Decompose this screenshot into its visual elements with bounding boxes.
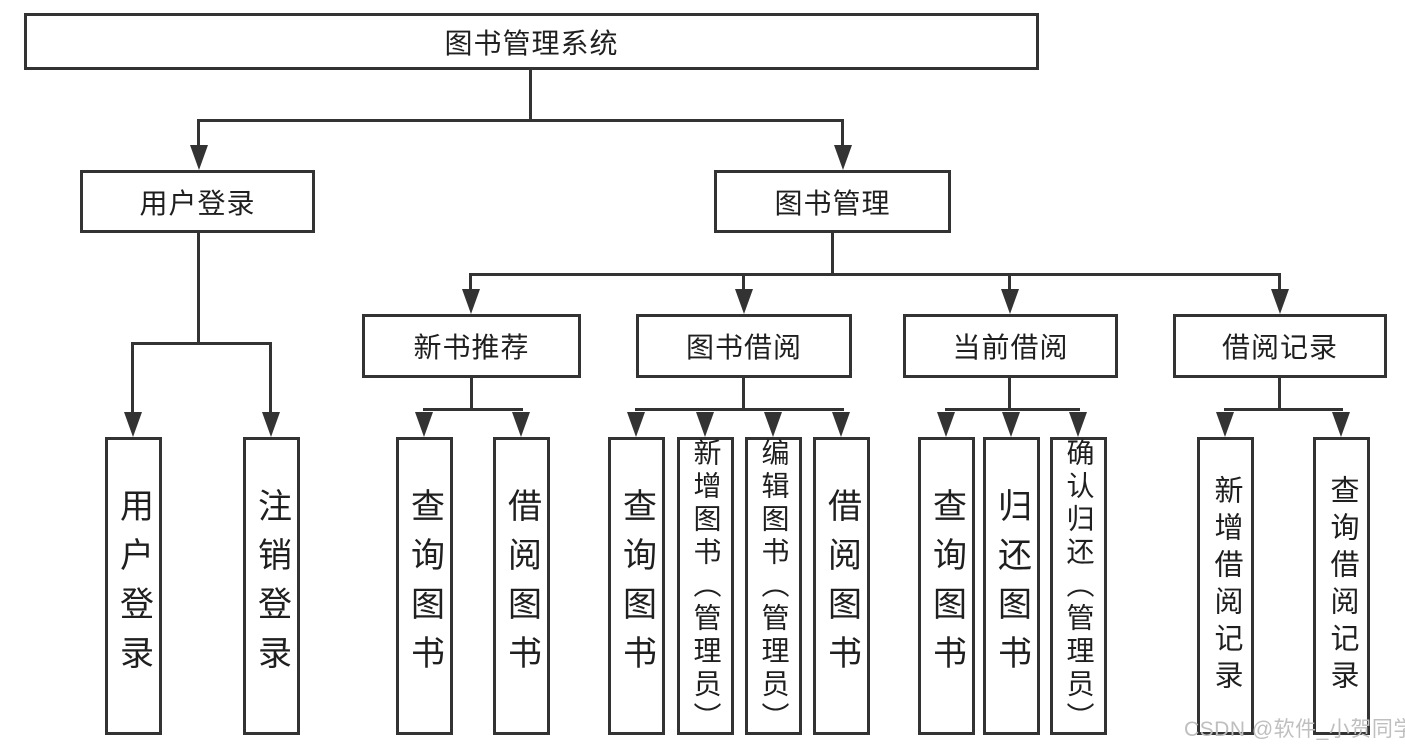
arrow-down-icon — [1002, 412, 1020, 437]
leaf-edit-book-admin-label: 编辑图书（管理员） — [758, 437, 790, 735]
arrow-down-icon — [1069, 412, 1087, 437]
node-book-borrow: 图书借阅 — [636, 314, 852, 378]
connector-line — [945, 408, 1080, 411]
leaf-query-book-borrow: 查询图书 — [608, 437, 665, 735]
node-borrow-record-label: 借阅记录 — [1221, 332, 1338, 363]
leaf-query-book-recommend-label: 查询图书 — [405, 488, 444, 684]
leaf-edit-book-admin: 编辑图书（管理员） — [745, 437, 802, 735]
node-book-management-label: 图书管理 — [774, 187, 891, 219]
arrow-down-icon — [415, 412, 433, 437]
leaf-add-borrow-record: 新增借阅记录 — [1197, 437, 1254, 735]
leaf-query-book-recommend: 查询图书 — [396, 437, 453, 735]
arrow-down-icon — [1216, 412, 1234, 437]
arrow-down-icon — [627, 412, 645, 437]
connector-line — [197, 233, 200, 345]
arrow-down-icon — [735, 289, 753, 314]
leaf-query-book-current: 查询图书 — [918, 437, 975, 735]
connector-line — [131, 342, 134, 414]
connector-line — [1278, 273, 1281, 291]
connector-line — [1278, 378, 1281, 411]
arrow-down-icon — [1332, 412, 1350, 437]
leaf-borrow-book: 借阅图书 — [813, 437, 870, 735]
node-new-book-recommend-label: 新书推荐 — [413, 332, 530, 363]
node-user-login: 用户登录 — [80, 170, 315, 233]
arrow-down-icon — [764, 412, 782, 437]
leaf-return-book: 归还图书 — [983, 437, 1040, 735]
leaf-logout-label: 注销登录 — [252, 488, 291, 684]
connector-line — [269, 342, 272, 414]
node-root-label: 图书管理系统 — [444, 27, 619, 59]
arrow-down-icon — [937, 412, 955, 437]
connector-line — [1008, 273, 1011, 291]
connector-line — [469, 273, 1281, 276]
connector-line — [529, 70, 532, 119]
leaf-query-borrow-record-label: 查询借阅记录 — [1326, 475, 1358, 697]
node-root: 图书管理系统 — [24, 13, 1039, 70]
leaf-user-login: 用户登录 — [105, 437, 162, 735]
node-new-book-recommend: 新书推荐 — [362, 314, 581, 378]
leaf-return-book-label: 归还图书 — [992, 488, 1031, 684]
node-current-borrow-label: 当前借阅 — [952, 332, 1069, 363]
connector-line — [197, 119, 200, 148]
connector-line — [1224, 408, 1343, 411]
leaf-query-book-current-label: 查询图书 — [927, 488, 966, 684]
arrow-down-icon — [1271, 289, 1289, 314]
leaf-confirm-return-admin: 确认归还（管理员） — [1050, 437, 1107, 735]
leaf-confirm-return-admin-label: 确认归还（管理员） — [1063, 437, 1095, 735]
connector-line — [423, 408, 523, 411]
arrow-down-icon — [834, 145, 852, 170]
connector-line — [1008, 378, 1011, 411]
leaf-user-login-label: 用户登录 — [114, 488, 153, 684]
arrow-down-icon — [262, 412, 280, 437]
node-book-borrow-label: 图书借阅 — [685, 332, 802, 363]
leaf-add-borrow-record-label: 新增借阅记录 — [1210, 475, 1242, 697]
csdn-watermark: CSDN @软件_小贺同学 — [1184, 718, 1405, 741]
leaf-query-borrow-record: 查询借阅记录 — [1313, 437, 1370, 735]
leaf-borrow-book-recommend: 借阅图书 — [493, 437, 550, 735]
connector-line — [742, 273, 745, 291]
connector-line — [131, 342, 272, 345]
leaf-add-book-admin: 新增图书（管理员） — [677, 437, 734, 735]
arrow-down-icon — [1001, 289, 1019, 314]
connector-line — [197, 119, 844, 122]
arrow-down-icon — [512, 412, 530, 437]
connector-line — [831, 233, 834, 276]
connector-line — [742, 378, 745, 411]
arrow-down-icon — [124, 412, 142, 437]
arrow-down-icon — [832, 412, 850, 437]
connector-line — [469, 273, 472, 291]
arrow-down-icon — [190, 145, 208, 170]
connector-line — [841, 119, 844, 148]
leaf-logout: 注销登录 — [243, 437, 300, 735]
arrow-down-icon — [696, 412, 714, 437]
leaf-add-book-admin-label: 新增图书（管理员） — [690, 437, 722, 735]
node-user-login-label: 用户登录 — [139, 187, 256, 219]
leaf-borrow-book-label: 借阅图书 — [822, 488, 861, 684]
leaf-query-book-borrow-label: 查询图书 — [617, 488, 656, 684]
node-borrow-record: 借阅记录 — [1173, 314, 1387, 378]
node-current-borrow: 当前借阅 — [903, 314, 1118, 378]
connector-line — [470, 378, 473, 411]
connector-line — [635, 408, 844, 411]
node-book-management: 图书管理 — [714, 170, 951, 233]
arrow-down-icon — [462, 289, 480, 314]
leaf-borrow-book-recommend-label: 借阅图书 — [502, 488, 541, 684]
